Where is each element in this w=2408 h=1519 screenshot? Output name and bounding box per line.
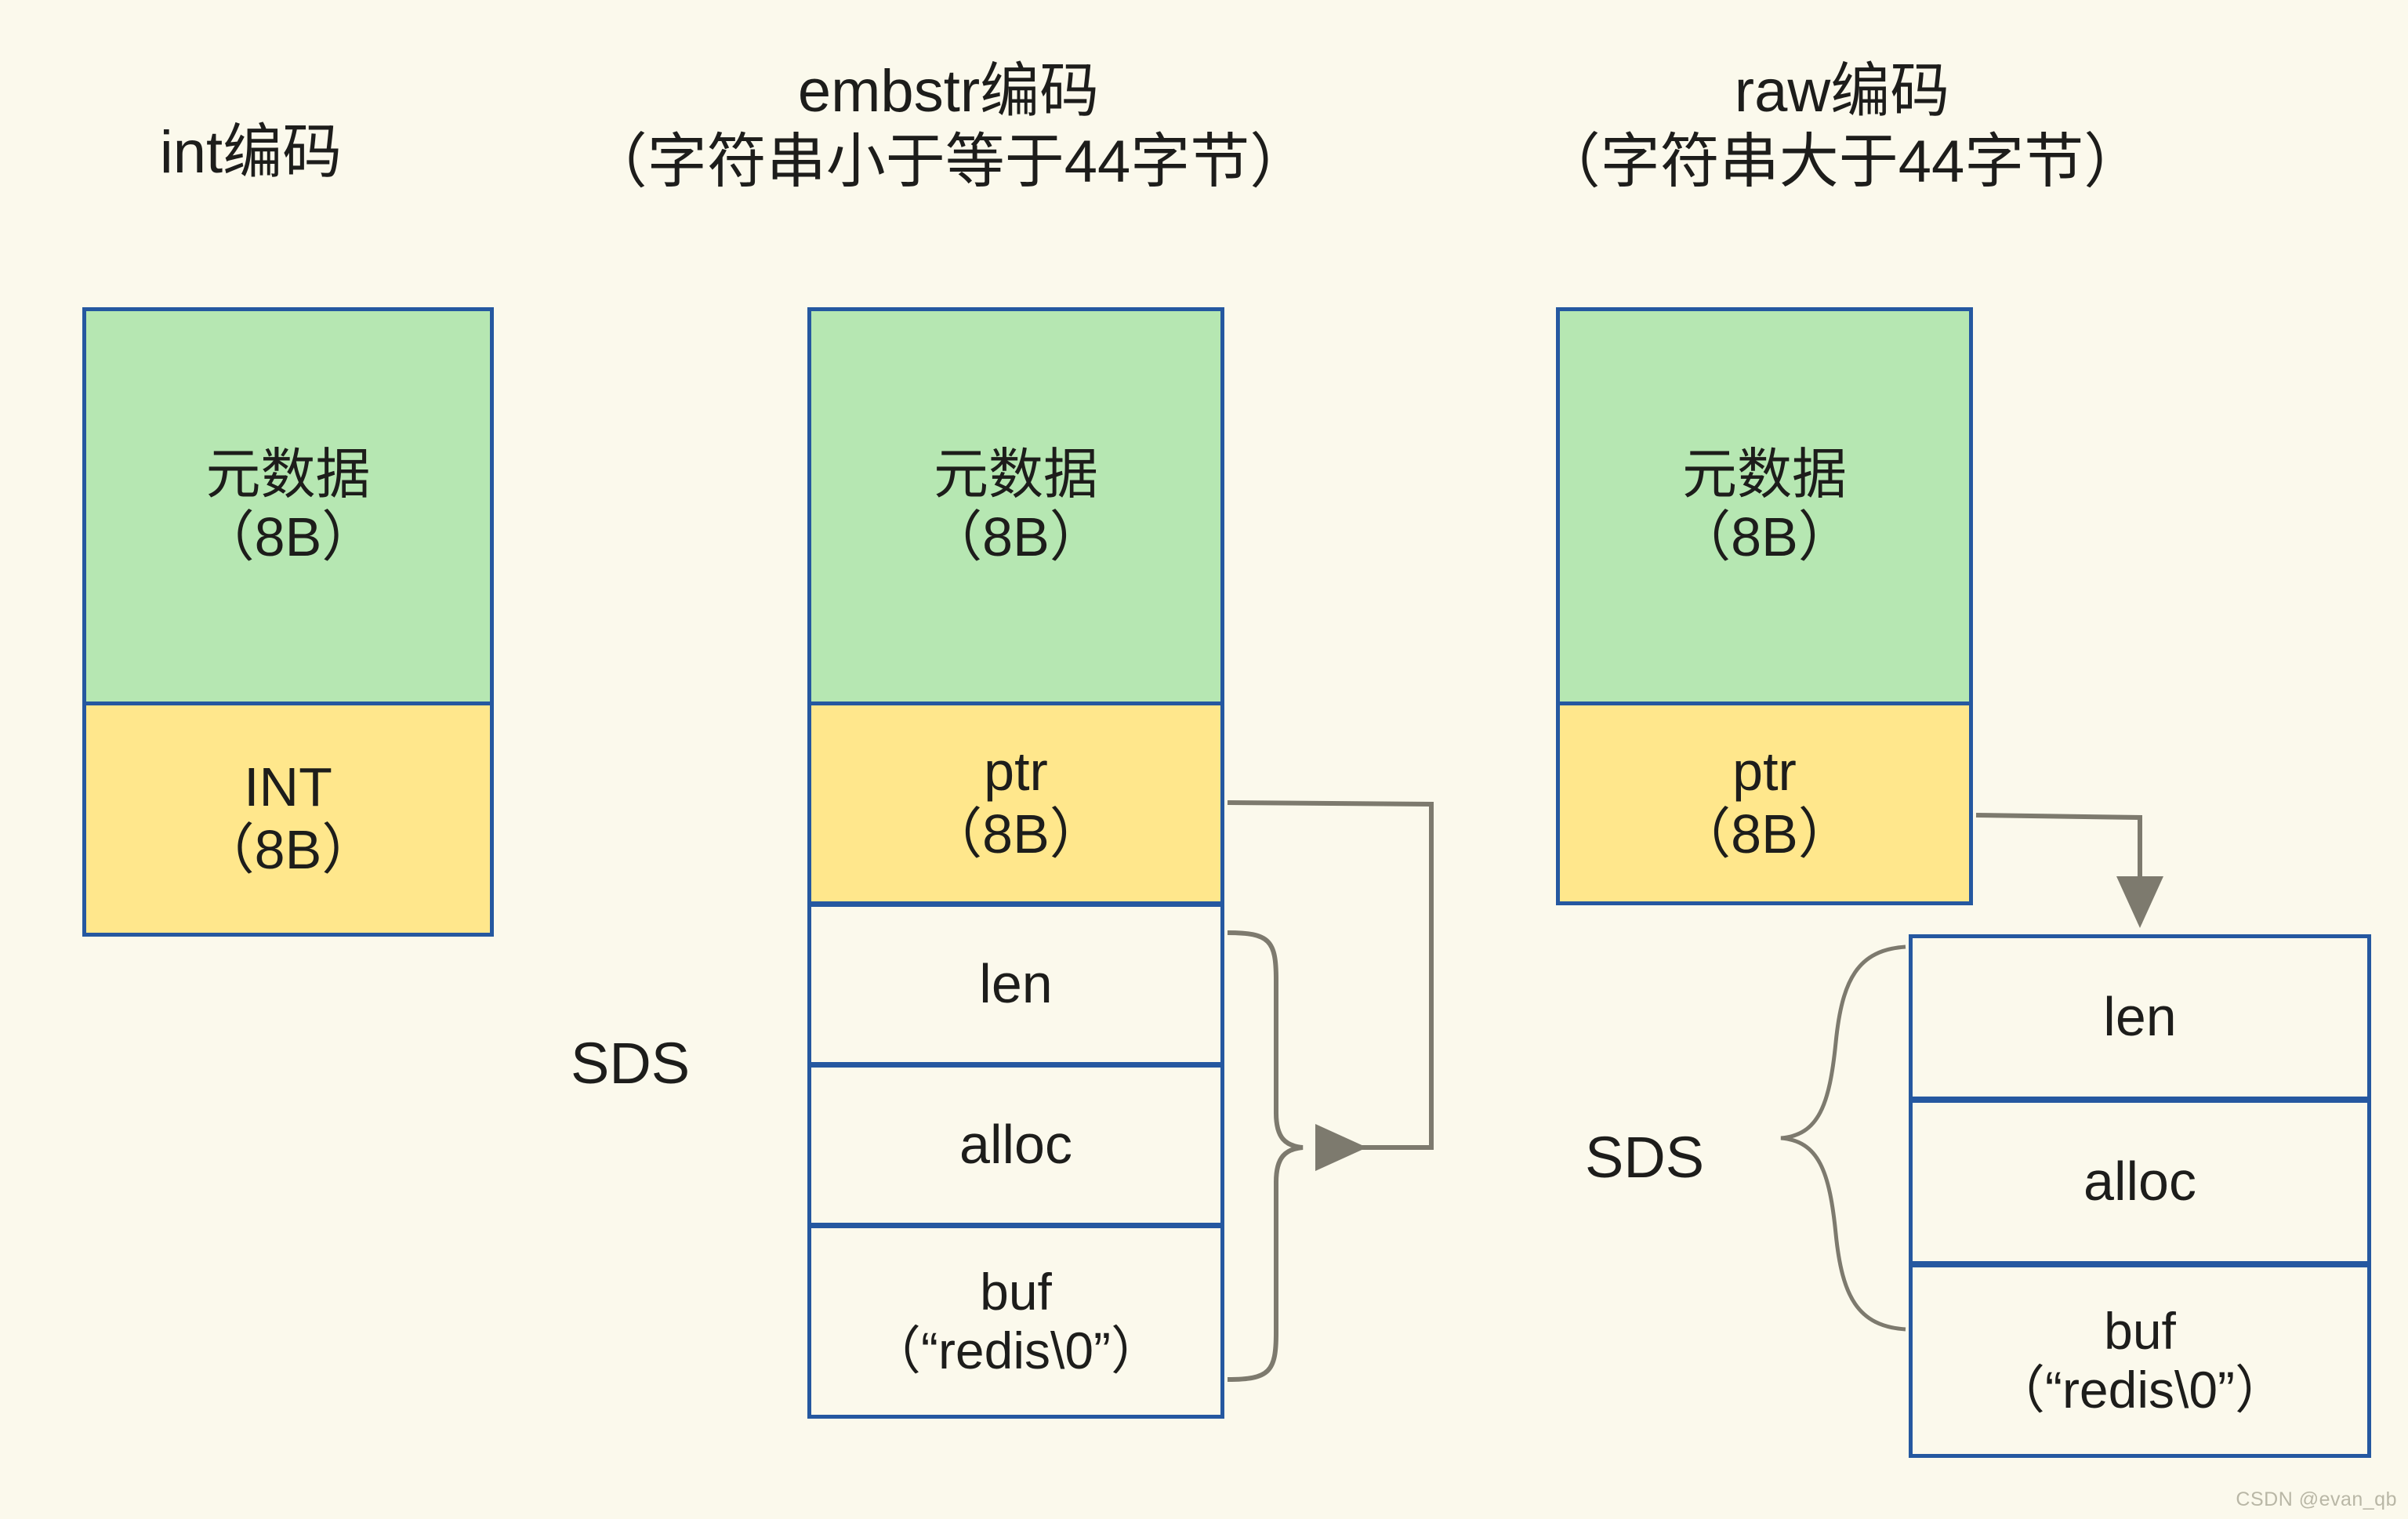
raw-sds-len-cell: len xyxy=(1909,934,2371,1100)
raw-metadata-cell: 元数据 （8B） xyxy=(1556,307,1973,705)
watermark: CSDN @evan_qb xyxy=(2236,1488,2397,1510)
embstr-sds-brace xyxy=(1227,930,1304,1382)
embstr-metadata-cell: 元数据 （8B） xyxy=(807,307,1224,705)
embstr-sds-buf-cell: buf （“redis\0”） xyxy=(807,1224,1224,1419)
raw-sds-buf-cell: buf （“redis\0”） xyxy=(1909,1263,2371,1458)
int-value-cell: INT （8B） xyxy=(82,701,494,937)
raw-ptr-arrow xyxy=(1975,813,2163,928)
embstr-ptr-cell: ptr （8B） xyxy=(807,701,1224,905)
raw-sds-brace xyxy=(1780,944,1906,1332)
int-metadata-cell: 元数据 （8B） xyxy=(82,307,494,705)
embstr-sds-alloc-cell: alloc xyxy=(807,1064,1224,1227)
column-heading-int: int编码 xyxy=(159,119,343,186)
embstr-sds-label: SDS xyxy=(571,1031,691,1096)
raw-sds-label: SDS xyxy=(1585,1125,1705,1190)
column-heading-raw: raw编码 （字符串大于44字节） xyxy=(1540,58,2144,195)
embstr-ptr-arrow xyxy=(1227,800,1434,1171)
column-heading-embstr: embstr编码 （字符串小于等于44字节） xyxy=(587,58,1310,195)
embstr-sds-len-cell: len xyxy=(807,903,1224,1066)
raw-ptr-cell: ptr （8B） xyxy=(1556,701,1973,905)
raw-sds-alloc-cell: alloc xyxy=(1909,1099,2371,1265)
